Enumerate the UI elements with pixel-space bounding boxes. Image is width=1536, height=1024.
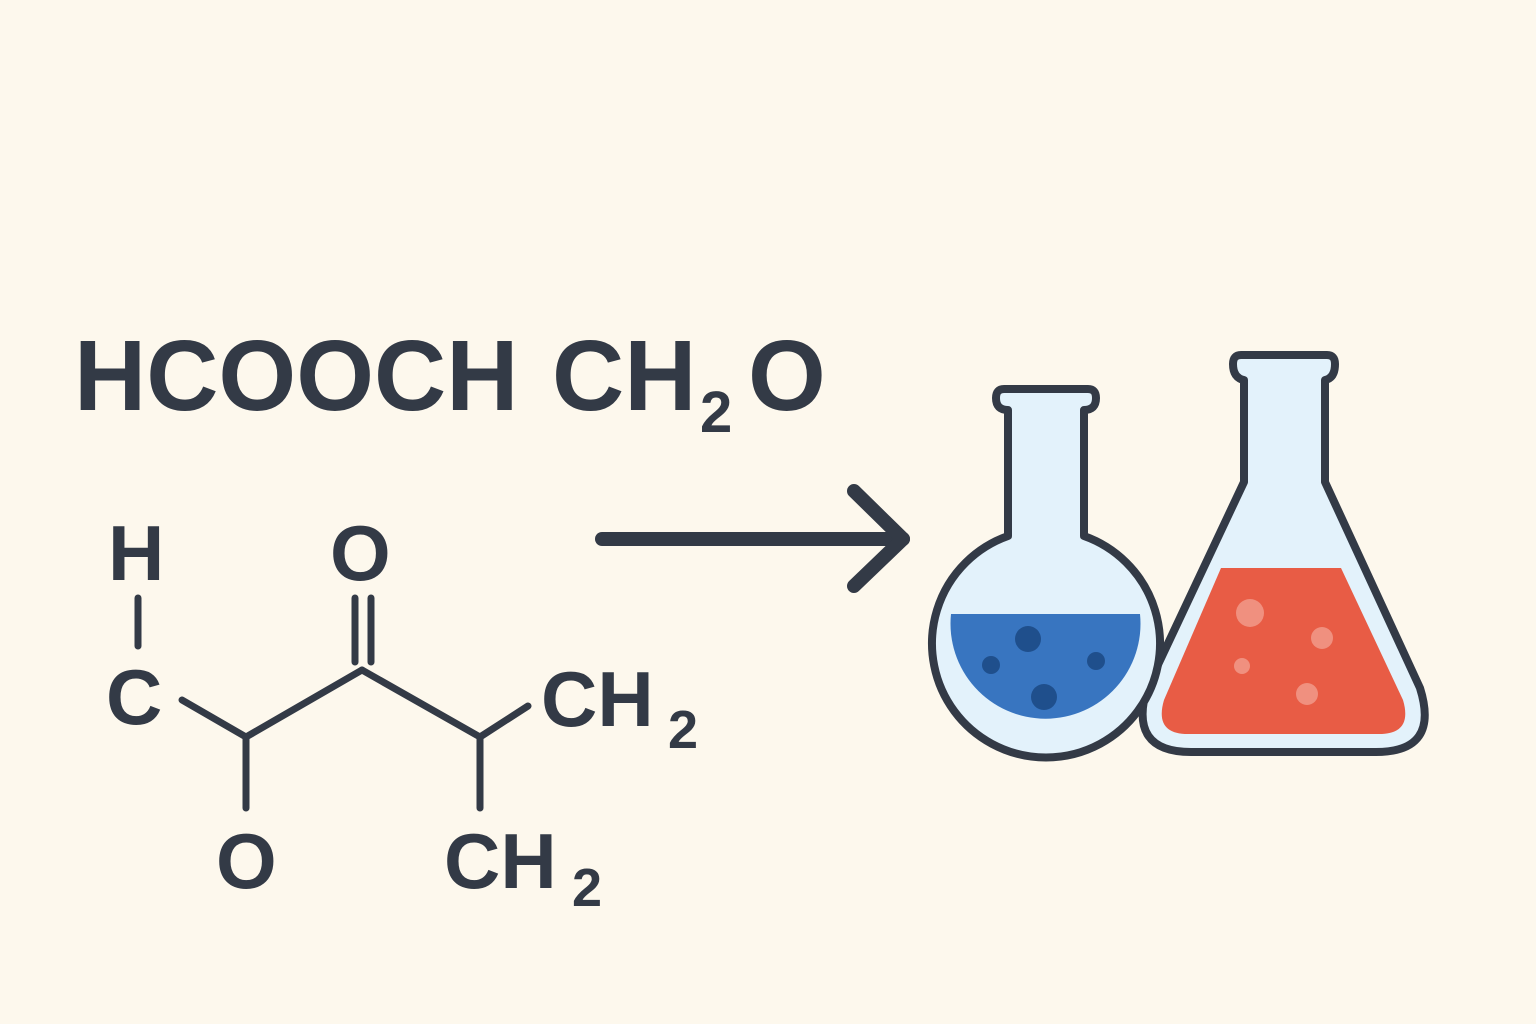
bond-c1-c2 [242, 666, 366, 741]
bubble [1087, 652, 1105, 670]
atom-o-top: O [330, 509, 391, 597]
red-liquid [1161, 568, 1406, 734]
atom-h: H [108, 509, 164, 597]
atom-c: C [106, 653, 162, 741]
bond-c2-c3 [358, 666, 484, 741]
bubble [1015, 626, 1041, 652]
bubble [1031, 684, 1057, 710]
structural-formula [134, 594, 532, 812]
bubble [1234, 658, 1250, 674]
blue-liquid [950, 614, 1141, 719]
formula-part-2: CH [552, 320, 696, 432]
formula-subscript: 2 [700, 380, 732, 445]
group-ch2-right-subscript: 2 [668, 700, 698, 760]
formula-part-3: O [748, 320, 826, 432]
structure-atoms: H C O O CH 2 CH 2 [106, 509, 698, 918]
group-ch2-bottom: CH [444, 817, 557, 905]
bond-c-c1 [178, 696, 250, 741]
bubble [1236, 599, 1264, 627]
erlenmeyer-flask-icon [1138, 351, 1429, 756]
bubble [982, 656, 1000, 674]
atom-o-bottom: O [216, 817, 277, 905]
group-ch2-right: CH [541, 655, 654, 743]
bubble [1311, 627, 1333, 649]
bond-c3-ch2-right [476, 702, 532, 741]
formula-part-1: HCOOCH [74, 320, 518, 432]
group-ch2-bottom-subscript: 2 [572, 858, 602, 918]
round-bottom-flask-icon [928, 385, 1164, 762]
right-arrow-icon [595, 484, 910, 593]
condensed-formula: HCOOCH CH 2 O [74, 320, 826, 445]
bubble [1296, 683, 1318, 705]
